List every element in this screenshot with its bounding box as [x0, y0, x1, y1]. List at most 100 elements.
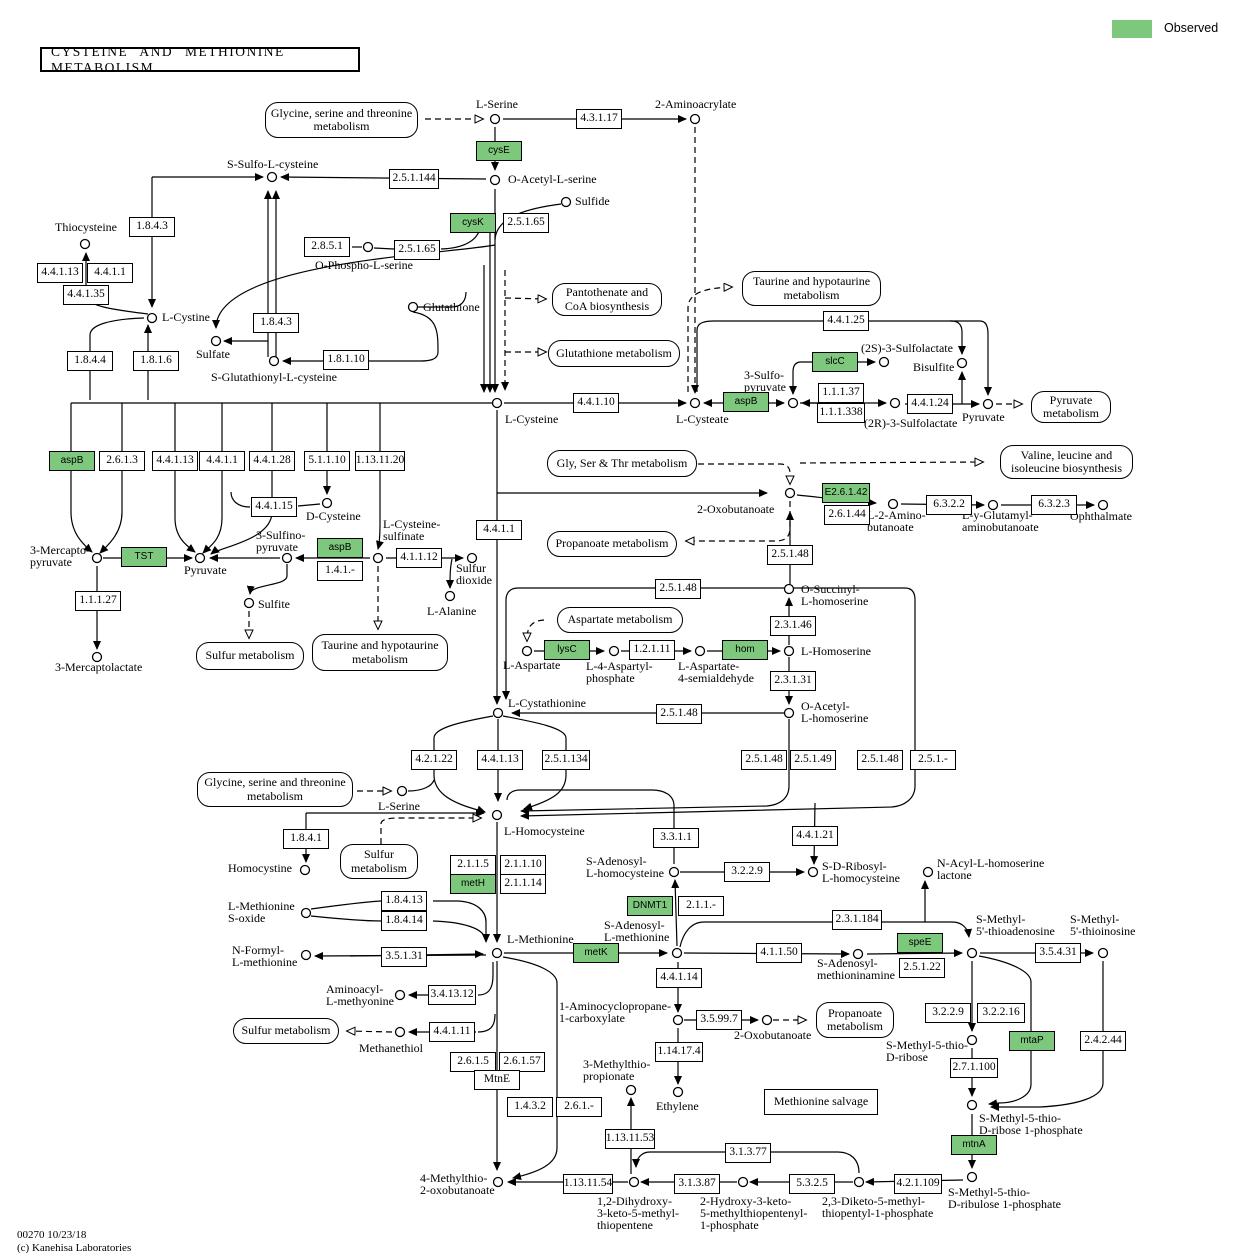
enzyme-box-2-5-1-48[interactable]: 2.5.1.48 [857, 750, 903, 770]
compound-node[interactable] [91, 552, 103, 564]
enzyme-box-4-4-1-14[interactable]: 4.4.1.14 [656, 968, 702, 988]
compound-node[interactable] [300, 949, 312, 961]
compound-node[interactable] [672, 1086, 684, 1098]
enzyme-box-2-1-1-14[interactable]: 2.1.1.14 [500, 874, 546, 894]
gene-box-cysk[interactable]: cysK [450, 213, 496, 233]
gene-box-tst[interactable]: TST [121, 547, 167, 567]
compound-node[interactable] [321, 497, 333, 509]
compound-node[interactable] [689, 113, 701, 125]
enzyme-box-2-5-1-48[interactable]: 2.5.1.48 [655, 579, 701, 599]
enzyme-box-2-6-1-57[interactable]: 2.6.1.57 [499, 1052, 545, 1072]
pathway-link-sulfur-metabolism[interactable]: Sulfur metabolism [233, 1018, 339, 1044]
compound-node[interactable] [194, 552, 206, 564]
compound-node[interactable] [956, 357, 968, 369]
compound-node[interactable] [628, 1176, 640, 1188]
enzyme-box-1-4-1[interactable]: 1.4.1.- [317, 561, 363, 581]
compound-node[interactable] [922, 866, 934, 878]
enzyme-box-4-3-1-17[interactable]: 4.3.1.17 [576, 109, 622, 129]
compound-node[interactable] [491, 809, 503, 821]
enzyme-box-4-2-1-109[interactable]: 4.2.1.109 [894, 1174, 942, 1194]
compound-node[interactable] [783, 645, 795, 657]
compound-node[interactable] [489, 113, 501, 125]
compound-node[interactable] [281, 552, 293, 564]
compound-node[interactable] [807, 866, 819, 878]
enzyme-box-2-5-1[interactable]: 2.5.1.- [910, 750, 956, 770]
compound-node[interactable] [396, 785, 408, 797]
enzyme-box-4-4-1-28[interactable]: 4.4.1.28 [249, 451, 295, 471]
enzyme-box-2-6-1-5[interactable]: 2.6.1.5 [450, 1052, 496, 1072]
enzyme-box-4-4-1-13[interactable]: 4.4.1.13 [37, 263, 83, 283]
enzyme-box-4-4-1-15[interactable]: 4.4.1.15 [251, 497, 297, 517]
enzyme-box-4-4-1-1[interactable]: 4.4.1.1 [87, 263, 133, 283]
enzyme-box-1-13-11-53[interactable]: 1.13.11.53 [605, 1129, 655, 1149]
compound-node[interactable] [887, 498, 899, 510]
compound-node[interactable] [668, 866, 680, 878]
enzyme-box-1-8-4-13[interactable]: 1.8.4.13 [381, 891, 427, 911]
enzyme-box-2-6-1-3[interactable]: 2.6.1.3 [99, 451, 145, 471]
enzyme-box-4-4-1-35[interactable]: 4.4.1.35 [63, 285, 109, 305]
enzyme-box-2-5-1-144[interactable]: 2.5.1.144 [389, 169, 439, 189]
compound-node[interactable] [372, 552, 384, 564]
enzyme-box-2-3-1-46[interactable]: 2.3.1.46 [770, 616, 816, 636]
compound-node[interactable] [966, 947, 978, 959]
compound-node[interactable] [560, 196, 572, 208]
gene-box-lysc[interactable]: lysC [544, 640, 590, 660]
enzyme-box-2-5-1-65[interactable]: 2.5.1.65 [394, 240, 440, 260]
gene-box-slcc[interactable]: slcC [812, 352, 858, 372]
enzyme-box-2-3-1-31[interactable]: 2.3.1.31 [770, 671, 816, 691]
enzyme-box-2-5-1-49[interactable]: 2.5.1.49 [790, 750, 836, 770]
enzyme-box-3-5-99-7[interactable]: 3.5.99.7 [696, 1010, 742, 1030]
enzyme-box-3-1-3-77[interactable]: 3.1.3.77 [725, 1143, 771, 1163]
enzyme-box-1-8-4-1[interactable]: 1.8.4.1 [283, 829, 329, 849]
enzyme-box-4-4-1-1[interactable]: 4.4.1.1 [199, 451, 245, 471]
gene-box-cyse[interactable]: cysE [476, 141, 522, 161]
enzyme-box-4-4-1-21[interactable]: 4.4.1.21 [792, 826, 838, 846]
enzyme-box-1-13-11-54[interactable]: 1.13.11.54 [563, 1174, 613, 1194]
enzyme-box-2-1-1[interactable]: 2.1.1.- [678, 896, 724, 916]
compound-node[interactable] [672, 1014, 684, 1026]
pathway-link-glutathione-metabolism[interactable]: Glutathione metabolism [548, 340, 680, 367]
gene-box-mtap[interactable]: mtaP [1009, 1031, 1055, 1051]
compound-node[interactable] [982, 398, 994, 410]
enzyme-box-6-3-2-3[interactable]: 6.3.2.3 [1031, 495, 1077, 515]
enzyme-box-1-1-1-27[interactable]: 1.1.1.27 [75, 591, 121, 611]
enzyme-box-2-8-5-1[interactable]: 2.8.5.1 [304, 237, 350, 257]
compound-node[interactable] [492, 707, 504, 719]
enzyme-box-3-2-2-16[interactable]: 3.2.2.16 [977, 1003, 1025, 1023]
pathway-link-aspartate-metabolism[interactable]: Aspartate metabolism [557, 607, 683, 633]
gene-box-meth[interactable]: metH [450, 874, 496, 894]
compound-node[interactable] [784, 487, 796, 499]
compound-node[interactable] [300, 907, 312, 919]
enzyme-box-4-4-1-13[interactable]: 4.4.1.13 [152, 451, 198, 471]
gene-box-aspb[interactable]: aspB [49, 451, 95, 471]
compound-node[interactable] [407, 301, 419, 313]
compound-node[interactable] [362, 241, 374, 253]
compound-node[interactable] [694, 645, 706, 657]
enzyme-box-1-8-1-6[interactable]: 1.8.1.6 [133, 351, 179, 371]
enzyme-box-4-2-1-22[interactable]: 4.2.1.22 [411, 750, 457, 770]
compound-node[interactable] [491, 947, 503, 959]
enzyme-box-2-4-2-44[interactable]: 2.4.2.44 [1080, 1031, 1126, 1051]
enzyme-box-1-4-3-2[interactable]: 1.4.3.2 [507, 1097, 553, 1117]
enzyme-box-2-5-1-48[interactable]: 2.5.1.48 [767, 545, 813, 565]
enzyme-box-3-4-13-12[interactable]: 3.4.13.12 [428, 985, 476, 1005]
compound-node[interactable] [625, 1084, 637, 1096]
compound-node[interactable] [1097, 947, 1109, 959]
compound-node[interactable] [521, 645, 533, 657]
compound-node[interactable] [91, 651, 103, 663]
compound-node[interactable] [889, 397, 901, 409]
enzyme-box-2-1-1-10[interactable]: 2.1.1.10 [500, 855, 546, 875]
enzyme-box-2-5-1-48[interactable]: 2.5.1.48 [656, 704, 702, 724]
compound-node[interactable] [783, 583, 795, 595]
gene-box-dnmt1[interactable]: DNMT1 [627, 896, 673, 916]
compound-node[interactable] [444, 590, 456, 602]
compound-node[interactable] [79, 238, 91, 250]
gene-box-aspb[interactable]: aspB [317, 538, 363, 558]
enzyme-box-3-3-1-1[interactable]: 3.3.1.1 [653, 828, 699, 848]
compound-node[interactable] [671, 947, 683, 959]
gene-box-metk[interactable]: metK [573, 943, 619, 963]
enzyme-box-1-1-1-338[interactable]: 1.1.1.338 [817, 403, 865, 423]
